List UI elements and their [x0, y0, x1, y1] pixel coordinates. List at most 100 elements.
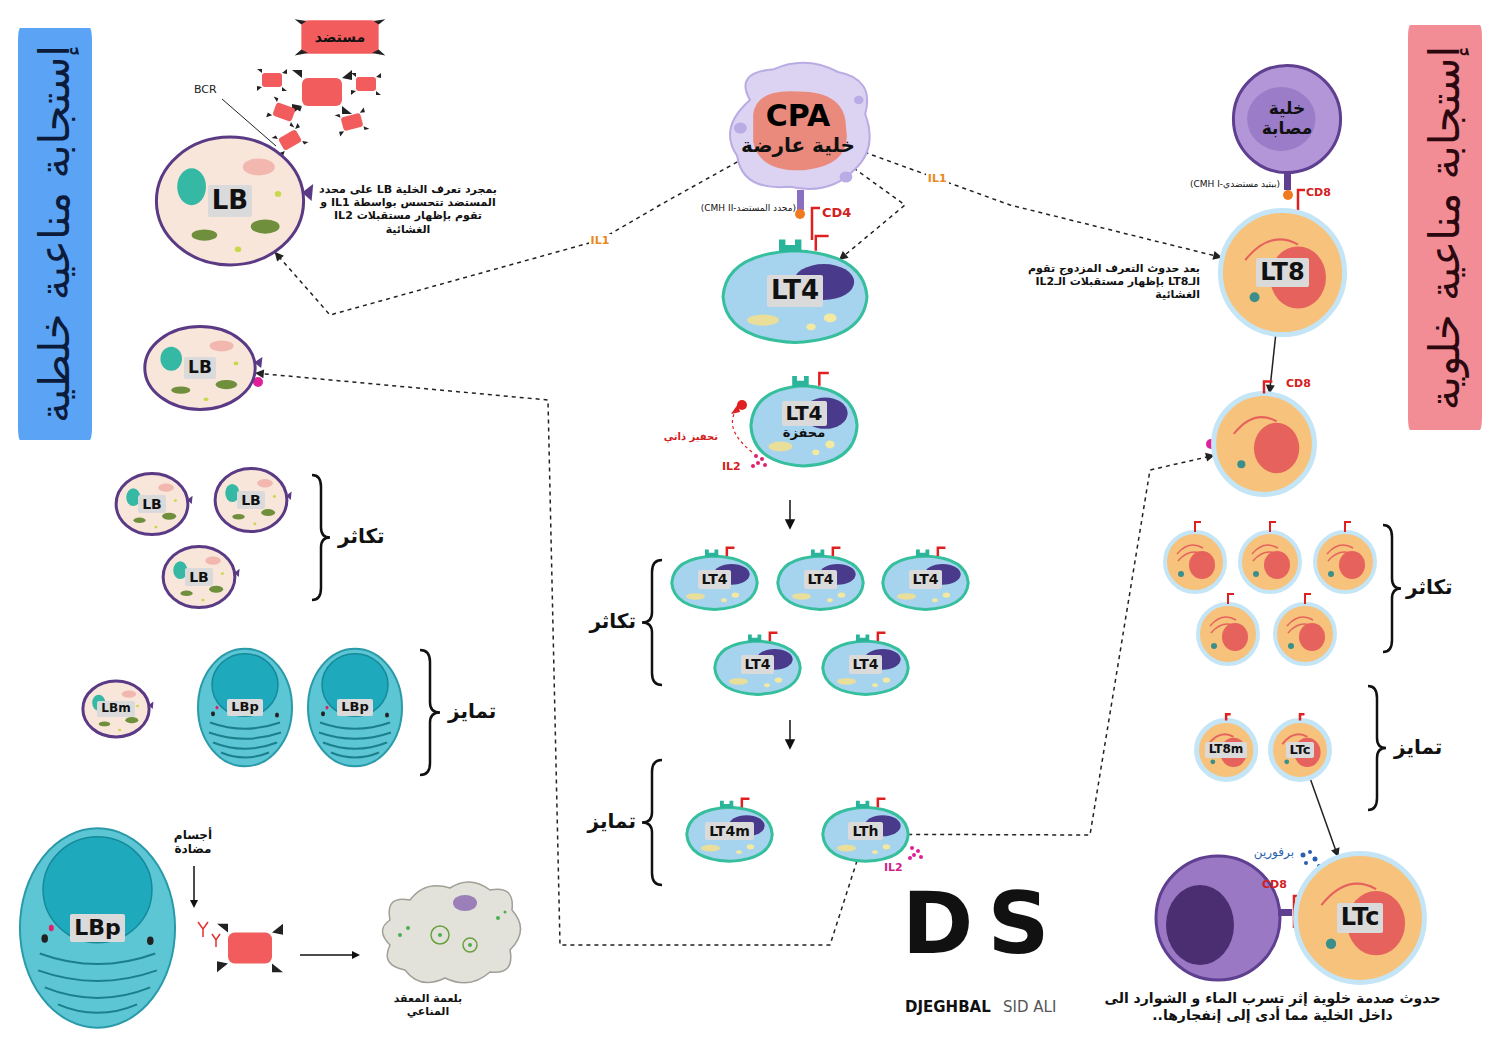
t4-cell-shape	[721, 598, 727, 602]
t8-cell: LT8	[1215, 205, 1350, 340]
node-text: CPA	[766, 99, 830, 134]
t4-cell: LT4	[818, 632, 913, 697]
t4-cell-shape	[701, 845, 720, 852]
node-text: مستضد	[315, 29, 366, 45]
connector	[275, 162, 738, 315]
phagocyte	[398, 911, 507, 948]
t4-cell-shape	[883, 844, 891, 849]
antibody-arrow	[190, 866, 220, 947]
t4-cell-shape	[856, 801, 869, 808]
b-cell-shape	[221, 572, 224, 575]
b-cell-shape	[156, 137, 303, 265]
antigen-shape	[295, 19, 386, 55]
t4-cell-shape	[720, 801, 733, 808]
t4-cell: LT4	[878, 547, 973, 612]
connector	[1266, 334, 1276, 394]
t4-cell-shape	[943, 593, 951, 598]
t4-cell: LT4	[715, 235, 875, 347]
immune-complex	[217, 924, 283, 972]
t8-cell-shape	[1214, 394, 1315, 495]
t4-cell-shape	[742, 799, 750, 808]
part-label: CD4	[822, 205, 851, 221]
stage-label: تمايز	[588, 809, 636, 833]
connector	[1310, 778, 1340, 858]
antigen-particles	[266, 97, 302, 128]
title-band: إستجابة مناعية خلوية	[1408, 25, 1482, 430]
target-cell	[1278, 909, 1292, 916]
cytotoxic-t-cell: LTc	[1290, 848, 1430, 988]
t4-cell-shape	[770, 633, 778, 641]
phagocyte	[383, 882, 521, 983]
t4-cell-shape	[723, 251, 867, 343]
connector-line	[865, 152, 1223, 257]
cpa-contact	[795, 209, 805, 219]
node-text: LT4	[849, 655, 883, 673]
target-cell	[1304, 861, 1308, 865]
cytotoxic-t-cell-shape	[1284, 759, 1289, 764]
bracket	[642, 760, 662, 885]
t4-cell-shape	[883, 678, 891, 683]
part-label: CD8	[1262, 878, 1287, 891]
t4-cell: LT4محفزة	[745, 372, 863, 470]
t4-cell-shape	[779, 239, 801, 251]
node-text: LB	[237, 491, 265, 509]
t4-cell: LT4	[667, 547, 762, 612]
target-cell	[1301, 850, 1322, 868]
node-text: LB	[185, 568, 213, 586]
node-text: LB	[138, 495, 166, 513]
autocrine-loop	[731, 404, 740, 414]
b-cell-shape	[275, 191, 281, 197]
t4-cell: LT4	[773, 547, 868, 612]
t8-cell-shape	[1210, 378, 1330, 498]
plasma-cell: LBp	[15, 822, 180, 1034]
plasma-cell-shape	[38, 953, 157, 1012]
antigen-shape	[301, 20, 378, 54]
antigen-particles	[351, 73, 381, 95]
stage-label: تكاثر	[338, 524, 385, 548]
immune-complex	[352, 951, 360, 959]
signal-name: IL2	[884, 861, 903, 874]
plasma-cell-shape	[385, 713, 389, 718]
t4-cell: LT4	[710, 632, 805, 697]
antigen-presenting-cell-shape	[734, 122, 747, 133]
t4-cell-shape	[769, 442, 793, 452]
bracket	[312, 475, 1401, 885]
t4-cell-shape	[792, 376, 809, 387]
t4-cell-shape	[916, 550, 929, 557]
antigen-particles	[335, 107, 370, 136]
part-label: برفورين	[1254, 845, 1294, 859]
t4-cell-shape	[878, 799, 886, 808]
t4-cell: LTh	[818, 798, 913, 864]
antibody-arrow	[193, 866, 195, 902]
connector-line	[908, 455, 1215, 835]
t8-cell-shape	[1237, 460, 1245, 468]
note: CD8	[1306, 186, 1331, 199]
bracket	[312, 475, 330, 600]
node-text: إستجابة مناعية خلطية	[31, 45, 79, 423]
phagocyte	[496, 916, 500, 920]
plasma-cell-shape	[308, 649, 402, 767]
b-cell-shape	[171, 386, 190, 393]
cytotoxic-t-cell-shape	[1300, 714, 1304, 720]
arrow-head	[275, 252, 284, 262]
plasma-cell-shape	[322, 654, 388, 717]
b-cell: LB	[113, 470, 191, 538]
b-cell-shape	[158, 484, 174, 492]
b-cell-shape	[302, 184, 313, 201]
note: بمجرد تعرف الخلية LB على محدد المستضد تت…	[316, 183, 500, 236]
stage-arrow	[786, 520, 794, 528]
antigen: مستضد	[298, 16, 382, 58]
b-cell-shape	[192, 229, 218, 240]
node-text: LT4	[804, 570, 838, 588]
t8-cell-shape	[1264, 382, 1272, 394]
node-text: LT4	[909, 570, 943, 588]
autocrine-loop	[763, 463, 767, 467]
t4-cell-shape	[837, 678, 856, 685]
b-cell-shape	[162, 513, 176, 520]
autocrine-loop	[756, 461, 760, 465]
plasma-cell-shape	[209, 723, 281, 758]
b-cell-shape	[133, 518, 145, 523]
bracket	[1383, 525, 1401, 652]
b-cell-shape	[180, 591, 192, 596]
part-label: أجسام مضادة	[163, 828, 223, 857]
